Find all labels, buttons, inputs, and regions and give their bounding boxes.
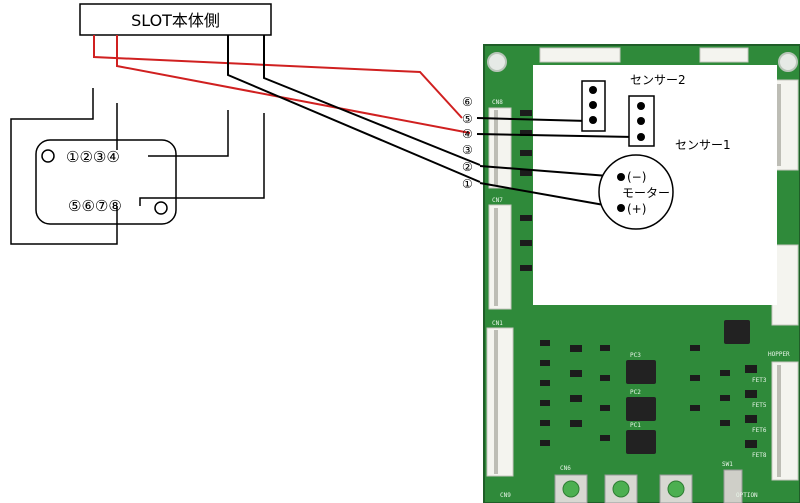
motor-label: モーター — [622, 186, 670, 200]
wire-red-2 — [116, 35, 471, 134]
chip-ic — [724, 320, 750, 344]
wire-to-sensor1 — [476, 133, 635, 138]
wire-number-2: ② — [462, 160, 473, 174]
motor-terminal-minus — [617, 173, 625, 181]
wire-number-1: ① — [462, 177, 473, 191]
motor-body — [598, 154, 674, 230]
connector-top-right — [699, 47, 749, 63]
connector-hole-top — [41, 149, 55, 163]
pcb-silkscreen-label: CN7 — [492, 197, 503, 204]
wires — [93, 35, 481, 183]
frame-right-bottom — [139, 113, 265, 206]
pcb-silkscreen-label: CN1 — [492, 320, 503, 327]
push-buttons — [554, 469, 743, 503]
pcb-silkscreen-label: PC2 — [630, 389, 641, 396]
motor-plus-label: (+) — [627, 202, 646, 216]
component-wires — [476, 117, 635, 209]
pcb-silkscreen-label: HOPPER — [768, 351, 790, 358]
wire-number-4: ④ — [462, 127, 473, 141]
smd-components — [520, 110, 757, 448]
wire-to-motor-minus — [479, 165, 622, 178]
pcb-silkscreen-label: FET8 — [752, 452, 767, 459]
connector-top — [539, 47, 621, 63]
slot-body-title: SLOT本体側 — [131, 11, 220, 30]
frame-left — [10, 88, 118, 245]
connector-diagram — [10, 88, 265, 245]
chip-pc2 — [626, 397, 656, 421]
pcb-silkscreen-label: FET5 — [752, 402, 767, 409]
connector-cn8 — [488, 107, 512, 189]
sensor-2: センサー2 — [581, 73, 686, 132]
motor-minus-label: (−) — [627, 170, 646, 184]
wire-number-5: ⑤ — [462, 112, 473, 126]
chip-pc1 — [626, 430, 656, 454]
sensor-2-label: センサー2 — [630, 73, 686, 87]
connector-cn1 — [486, 327, 514, 477]
motor-terminal-plus — [617, 204, 625, 212]
connector-cn7 — [488, 204, 512, 310]
pcb-silkscreen-label: CN8 — [492, 99, 503, 106]
pcb-silkscreen-label: OPTION — [736, 492, 758, 499]
pcb-silkscreen-label: CN9 — [500, 492, 511, 499]
wire-number-labels: ⑥ ⑤ ④ ③ ② ① — [462, 95, 473, 191]
pcb-silkscreen-label: PC3 — [630, 352, 641, 359]
slot-body-box: SLOT本体側 — [79, 3, 272, 36]
motor: (−) モーター (+) — [598, 154, 674, 230]
pcb-silkscreen-label: CN6 — [560, 465, 571, 472]
mounting-hole — [487, 52, 507, 72]
wire-black-2 — [263, 35, 481, 166]
sensor-1: センサー1 — [628, 95, 731, 152]
wire-red-1 — [93, 35, 463, 119]
connector-pins-bottom: ⑤⑥⑦⑧ — [68, 197, 122, 215]
connector-hopper — [771, 361, 799, 481]
pcb-silkscreen-label: PC1 — [630, 422, 641, 429]
mounting-hole — [778, 52, 798, 72]
chip-pc3 — [626, 360, 656, 384]
wire-to-sensor2 — [476, 117, 589, 122]
sensor-1-label: センサー1 — [675, 138, 731, 152]
pcb-silkscreen-label: SW1 — [722, 461, 733, 468]
frame-right-top — [148, 110, 229, 157]
connector-housing — [35, 139, 177, 225]
connector-pins-top: ①②③④ — [66, 148, 120, 166]
pcb-silkscreen-label: FET6 — [752, 427, 767, 434]
wire-number-3: ③ — [462, 143, 473, 157]
wire-black-1 — [227, 35, 481, 183]
pcb-silkscreen-label: FET3 — [752, 377, 767, 384]
wire-number-6: ⑥ — [462, 95, 473, 109]
connector-hole-bottom — [154, 201, 168, 215]
wire-to-motor-plus — [479, 182, 622, 209]
